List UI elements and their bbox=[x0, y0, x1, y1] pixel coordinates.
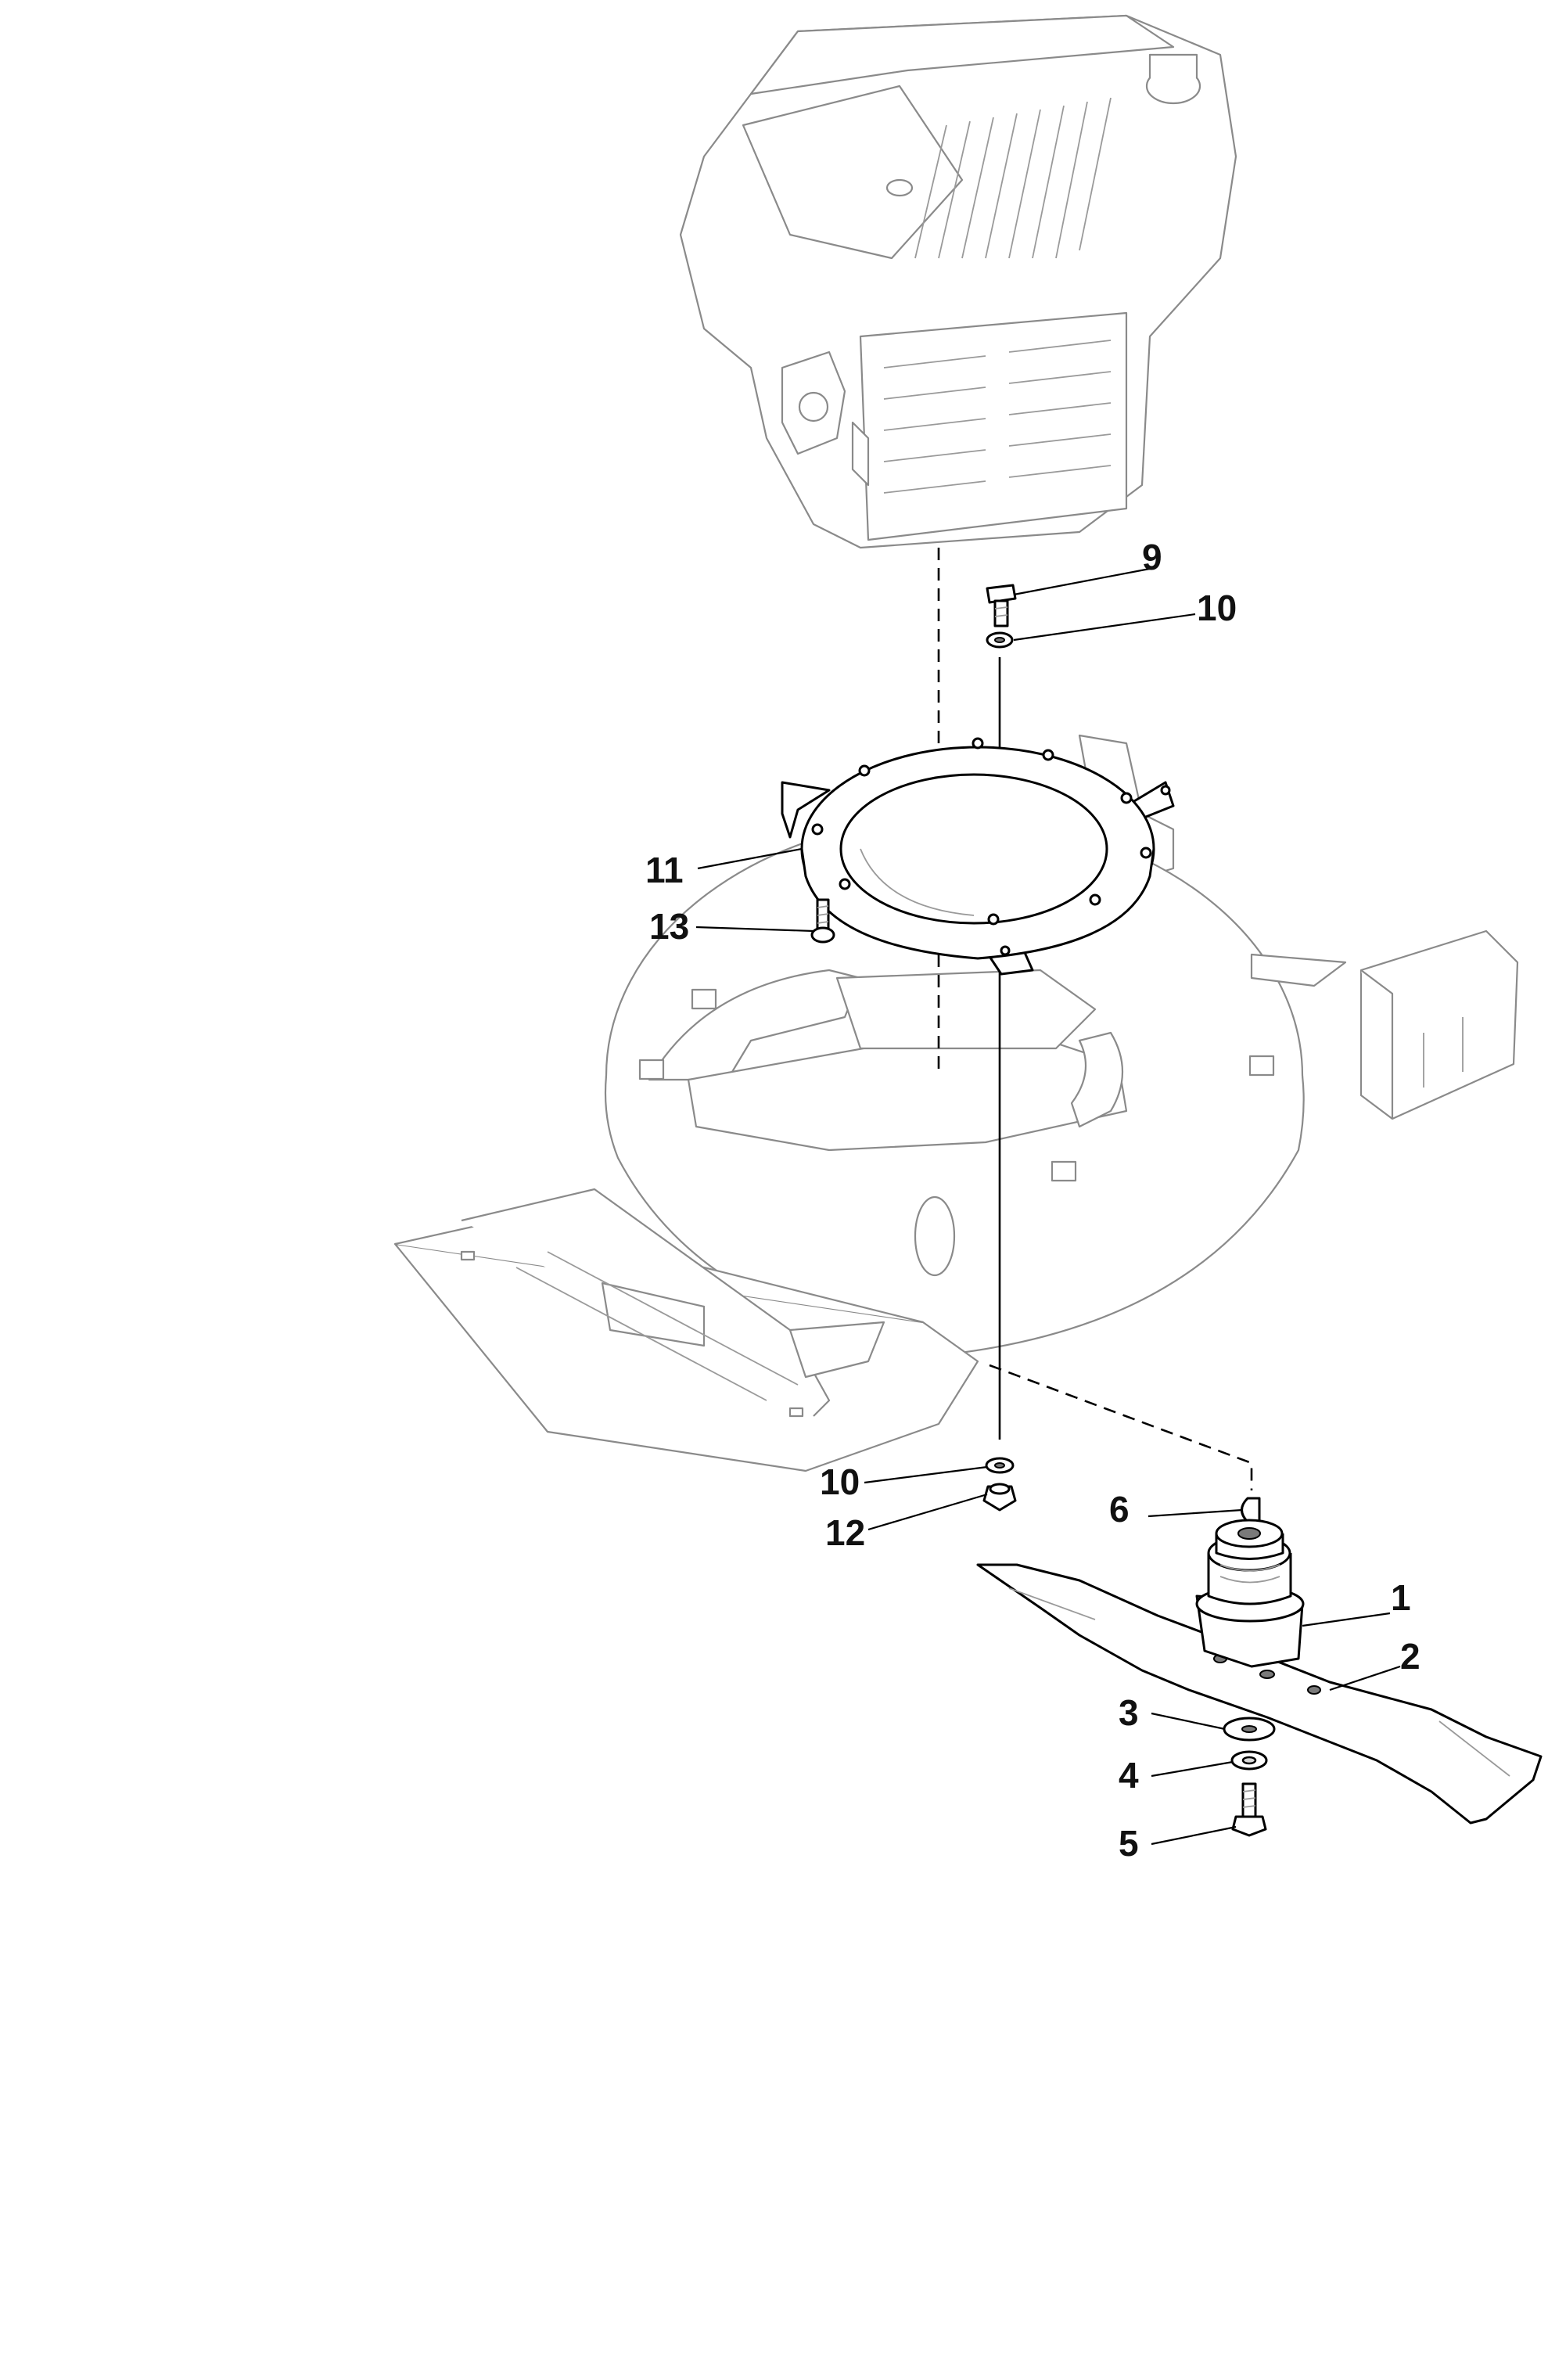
engine bbox=[679, 14, 1237, 549]
mower-deck bbox=[393, 734, 1519, 1472]
callout-10-bottom: 10 bbox=[820, 1461, 860, 1502]
bolt-13 bbox=[810, 898, 835, 944]
callout-4: 4 bbox=[1119, 1755, 1139, 1796]
washer-10-bottom bbox=[985, 1457, 1015, 1474]
callout-2: 2 bbox=[1400, 1636, 1420, 1677]
washer-4 bbox=[1230, 1750, 1268, 1771]
washer-3 bbox=[1223, 1717, 1276, 1742]
blade-hub-1 bbox=[1195, 1519, 1305, 1668]
callout-9: 9 bbox=[1142, 537, 1162, 577]
callout-6: 6 bbox=[1109, 1489, 1130, 1530]
callout-13: 13 bbox=[649, 906, 689, 947]
spacer-ring bbox=[781, 737, 1175, 976]
leader-lines bbox=[695, 566, 1401, 1846]
bolt-5 bbox=[1231, 1782, 1267, 1837]
callout-11: 11 bbox=[645, 850, 684, 890]
bolt-9 bbox=[986, 584, 1017, 627]
callout-3: 3 bbox=[1119, 1692, 1139, 1733]
callout-1: 1 bbox=[1391, 1577, 1411, 1618]
blade-2 bbox=[976, 1563, 1543, 1825]
callout-12: 12 bbox=[825, 1512, 865, 1553]
engine-cooling-fins bbox=[883, 97, 1112, 494]
callout-10-top: 10 bbox=[1197, 588, 1237, 628]
key-6 bbox=[1241, 1497, 1261, 1523]
callout-5: 5 bbox=[1119, 1823, 1139, 1864]
washer-10-top bbox=[986, 631, 1014, 649]
callout-labels: 9 10 11 13 10 12 6 1 2 3 4 5 bbox=[645, 537, 1420, 1864]
nut-12 bbox=[982, 1483, 1017, 1512]
